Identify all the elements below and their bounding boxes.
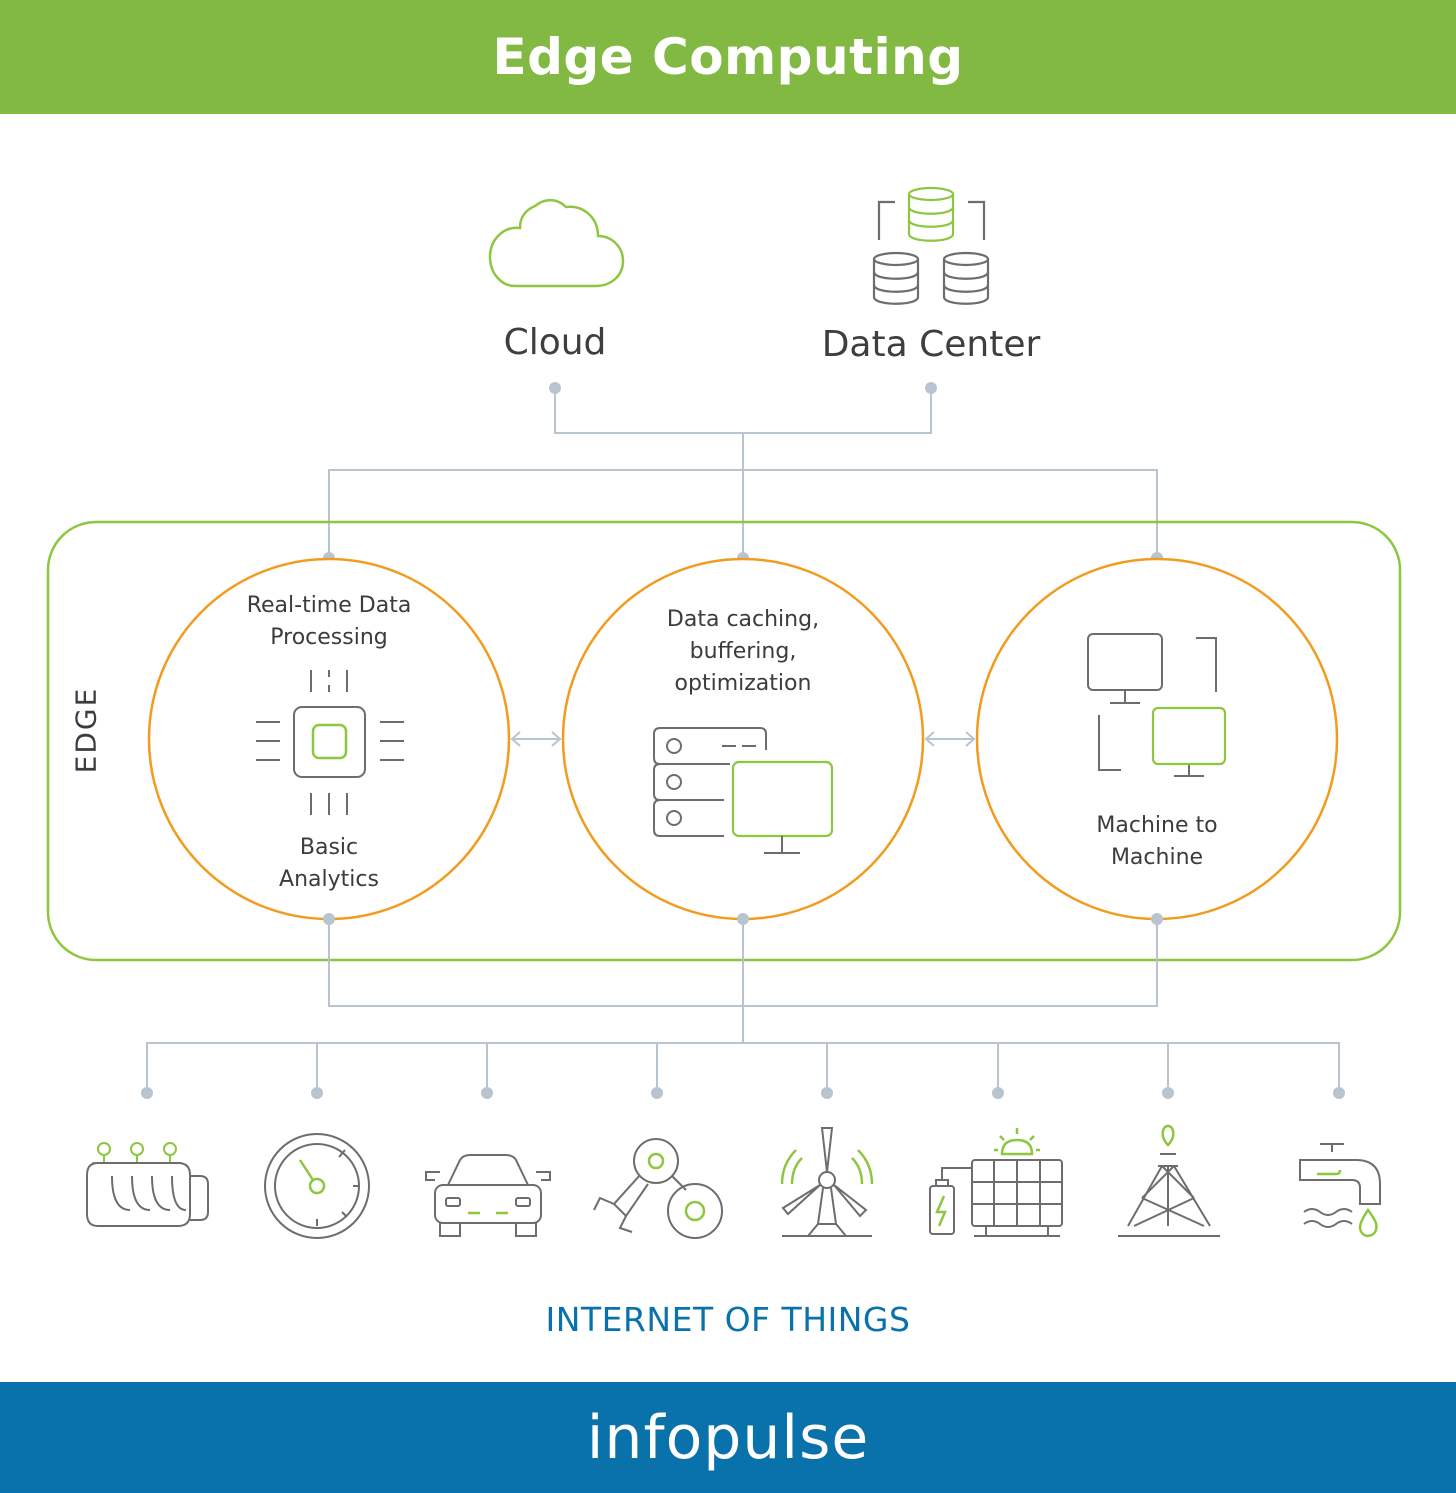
engine-icon <box>86 1142 209 1227</box>
iot-title: INTERNET OF THINGS <box>545 1300 911 1339</box>
edge-label: EDGE <box>69 686 103 774</box>
database-icon <box>872 186 990 305</box>
node-label-data-caching: Data caching, buffering, optimization <box>666 607 820 696</box>
bottom-connectors <box>146 919 1340 1093</box>
node-label-machine-to-machine: Machine to Machine <box>1096 813 1218 870</box>
two-monitors-icon <box>1087 633 1227 777</box>
node-label-basic-analytics: Basic Analytics <box>279 835 379 892</box>
infopulse-logo: infopulse <box>586 1402 870 1473</box>
page-title: Edge Computing <box>492 28 964 86</box>
wind-turbine-icon <box>780 1127 874 1237</box>
bottom-connector-dots <box>141 913 1345 1099</box>
server-monitor-icon <box>653 727 834 854</box>
oil-rig-icon <box>1118 1124 1220 1237</box>
footer-bar: infopulse <box>0 1382 1456 1493</box>
edge-container <box>46 520 1402 962</box>
processor-chip-icon <box>256 670 404 815</box>
cloud-label: Cloud <box>503 322 607 363</box>
header-bar: Edge Computing <box>0 0 1456 114</box>
solar-panel-icon <box>929 1128 1063 1237</box>
top-connectors <box>328 388 1158 558</box>
gauge-icon <box>264 1133 370 1239</box>
cloud-icon <box>488 198 625 288</box>
water-tap-icon <box>1299 1143 1381 1238</box>
node-label-realtime-processing: Real-time Data Processing <box>246 593 412 650</box>
car-icon <box>425 1154 551 1237</box>
data-center-label: Data Center <box>821 324 1041 365</box>
robot-arm-icon <box>593 1138 723 1239</box>
double-arrow-icon <box>510 731 976 747</box>
